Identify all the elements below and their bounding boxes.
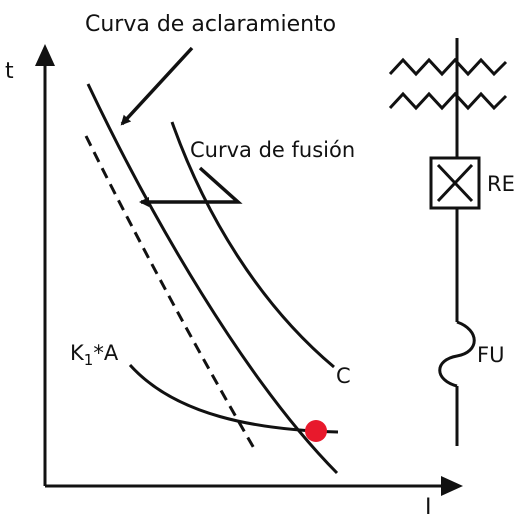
title-pointer-arrow — [120, 46, 194, 126]
k1-a-curve — [128, 363, 339, 434]
label-relay: RE — [487, 172, 515, 196]
label-k1-a-prefix: K — [70, 341, 85, 365]
title-clearing-curve: Curva de aclaramiento — [85, 12, 336, 37]
relay-cross-b — [436, 163, 474, 203]
transformer-winding-bottom-icon — [388, 91, 508, 111]
operating-point-marker — [305, 420, 327, 442]
melting-curve-dashed — [84, 135, 257, 451]
label-k1-a: K1*A — [70, 341, 119, 369]
y-axis-arrow-icon — [35, 44, 55, 66]
x-axis-arrow-icon — [441, 476, 463, 496]
curve-c — [170, 121, 335, 369]
label-k1-a-sub: 1 — [84, 351, 94, 369]
axes — [35, 44, 463, 496]
label-melting-curve: Curva de fusión — [190, 138, 355, 162]
transformer-winding-top-icon — [388, 57, 508, 77]
fuse-symbol-icon — [438, 320, 476, 388]
axis-label-i: I — [425, 495, 432, 517]
label-fuse: FU — [477, 343, 504, 367]
fusion-pointer-arrow — [139, 166, 243, 207]
axis-label-t: t — [5, 59, 14, 84]
label-k1-a-suffix: *A — [93, 341, 119, 365]
circuit-schematic — [388, 38, 508, 446]
label-curve-c: C — [336, 364, 351, 388]
